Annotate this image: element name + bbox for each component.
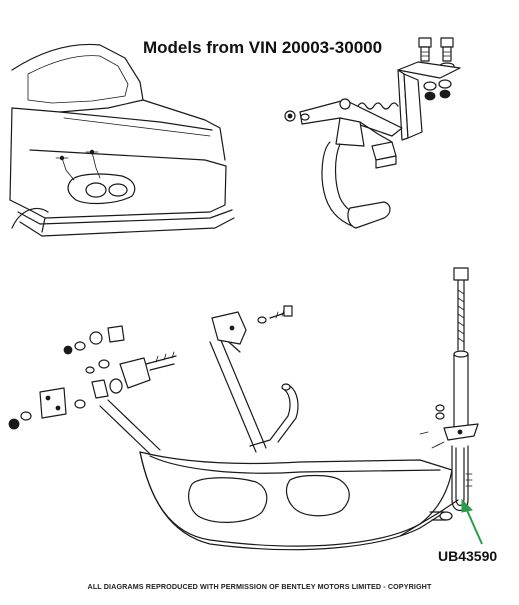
part-number-pointer-arrow [461, 498, 483, 545]
long-bolt [453, 267, 469, 351]
left-mounting-bracket [39, 387, 86, 419]
bracket-pedal-illustration [284, 37, 461, 229]
upper-right-bracket [211, 305, 293, 345]
rubber-mount-left [91, 357, 175, 399]
lower-assembly-illustration [8, 267, 479, 551]
diagram-title: Models from VIN 20003-30000 [143, 38, 383, 57]
bolt-top-right [440, 37, 454, 62]
car-rear-illustration [9, 43, 235, 237]
bolt-top-left [418, 37, 432, 62]
part-number-label: UB43590 [438, 548, 498, 564]
rubber-mount-upper [63, 325, 125, 355]
copyright-footer: ALL DIAGRAMS REPRODUCED WITH PERMISSION … [87, 582, 432, 591]
